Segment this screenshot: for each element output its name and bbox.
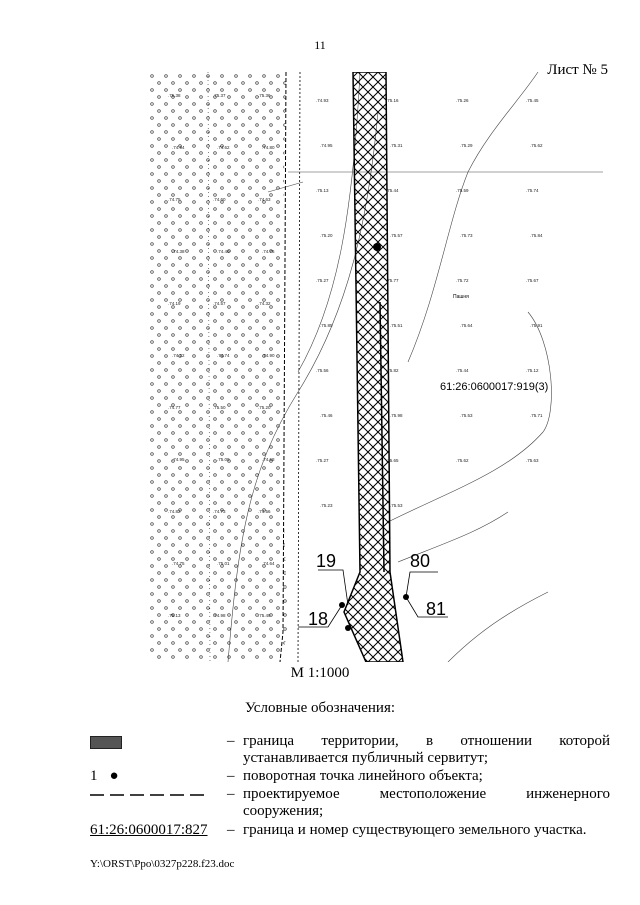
page-number: 11: [314, 38, 326, 52]
elevation-label: .75.82: [386, 368, 399, 373]
elevation-label: .74.63: [258, 197, 271, 202]
elevation-label: .74.57: [213, 301, 226, 306]
elevation-label: .75.59: [456, 188, 469, 193]
turning-point: [345, 625, 351, 631]
elevation-label: .75.77: [386, 278, 399, 283]
elevation-label: .74.93: [316, 98, 329, 103]
elevation-label: .74.64: [262, 561, 275, 566]
elevation-label: .75.38: [168, 93, 181, 98]
point-label-19: 19: [316, 551, 336, 571]
elevation-label: .75.27: [316, 278, 329, 283]
dashed-line-icon: [90, 794, 208, 796]
elevation-label: .75.57: [390, 233, 403, 238]
elevation-label: .74.90: [262, 353, 275, 358]
vegetation-area: [148, 72, 288, 662]
elevation-label: .75.53: [390, 503, 403, 508]
elevation-label: .75.13: [168, 613, 181, 618]
elevation-label: .74.95: [320, 143, 333, 148]
elevation-label: .74.60: [213, 197, 226, 202]
parcel-label: 61:26:0600017:919(3): [440, 381, 548, 393]
elevation-label: .75.20: [320, 233, 333, 238]
survey-map: 19 80 18 81 61:26:0600017:919(3) Пашня .…: [148, 71, 603, 663]
elevation-label: .75.63: [526, 458, 539, 463]
elevation-label: .74.62: [217, 145, 230, 150]
elevation-label: .75.44: [386, 188, 399, 193]
elevation-label: .75.71: [530, 413, 543, 418]
elevation-label: .75.23: [320, 503, 333, 508]
elevation-label: .75.72: [456, 278, 469, 283]
point-label-18: 18: [308, 609, 328, 629]
elevation-label: .75.29: [460, 143, 473, 148]
elevation-label: .75.65: [386, 458, 399, 463]
elevation-label: .74.76: [262, 249, 275, 254]
elevation-label: .75.36: [258, 93, 271, 98]
elevation-label: .75.26: [456, 98, 469, 103]
legend-title: Условные обозначения:: [244, 700, 396, 716]
elevation-label: .74.80: [262, 145, 275, 150]
elevation-label: .75.56: [316, 368, 329, 373]
elevation-label: .75.50: [213, 405, 226, 410]
elevation-label: .75.74: [526, 188, 539, 193]
elevation-label: .75.84: [530, 233, 543, 238]
elevation-label: .74.56: [258, 509, 271, 514]
elevation-label: .74.82: [168, 509, 181, 514]
elevation-label: .74.74: [217, 353, 230, 358]
elevation-label: .75.49: [258, 613, 271, 618]
elevation-label: .74.22: [172, 353, 185, 358]
elevation-label: .75.85: [320, 323, 333, 328]
elevation-label: .75.53: [460, 413, 473, 418]
elevation-label: .75.67: [526, 278, 539, 283]
file-path: Y:\ORST\Ppo\0327p228.f23.doc: [90, 858, 235, 870]
elevation-label: .75.45: [526, 98, 539, 103]
point-dot-icon: ●: [109, 768, 119, 784]
elevation-label: .75.62: [456, 458, 469, 463]
servitude-area: [343, 71, 404, 663]
point-label-80: 80: [410, 551, 430, 571]
elevation-label: .75.62: [530, 143, 543, 148]
servitude-swatch-icon: [90, 736, 122, 749]
elevation-label: .75.01: [217, 561, 230, 566]
elevation-label: .75.20: [258, 405, 271, 410]
field-label: Пашня: [453, 294, 469, 300]
elevation-label: .75.31: [390, 143, 403, 148]
elevation-label: .74.38: [172, 249, 185, 254]
elevation-label: .75.09: [217, 457, 230, 462]
elevation-label: .75.37: [213, 93, 226, 98]
elevation-label: .75.44: [456, 368, 469, 373]
map-scale: М 1:1000: [290, 665, 350, 681]
elevation-label: .74.98: [213, 613, 226, 618]
point-label-81: 81: [426, 599, 446, 619]
elevation-label: .75.27: [316, 458, 329, 463]
elevation-label: .74.32: [258, 301, 271, 306]
elevation-label: .75.73: [460, 233, 473, 238]
elevation-label: .74.75: [172, 561, 185, 566]
elevation-label: .75.46: [320, 413, 333, 418]
turning-point: [373, 243, 381, 251]
elevation-label: .74.94: [172, 145, 185, 150]
elevation-label: .74.77: [168, 405, 181, 410]
elevation-label: .74.40: [217, 249, 230, 254]
elevation-label: .74.73: [213, 509, 226, 514]
elevation-label: .75.16: [386, 98, 399, 103]
elevation-label: .74.75: [168, 197, 181, 202]
elevation-label: .75.64: [460, 323, 473, 328]
elevation-label: .75.98: [390, 413, 403, 418]
elevation-label: .75.13: [316, 188, 329, 193]
elevation-label: .74.19: [168, 301, 181, 306]
elevation-label: .75.91: [530, 323, 543, 328]
elevation-label: .74.68: [262, 457, 275, 462]
sheet-label: Лист № 5: [547, 62, 608, 78]
elevation-label: .74.95: [172, 457, 185, 462]
elevation-label: .75.51: [390, 323, 403, 328]
elevation-label: .75.12: [526, 368, 539, 373]
